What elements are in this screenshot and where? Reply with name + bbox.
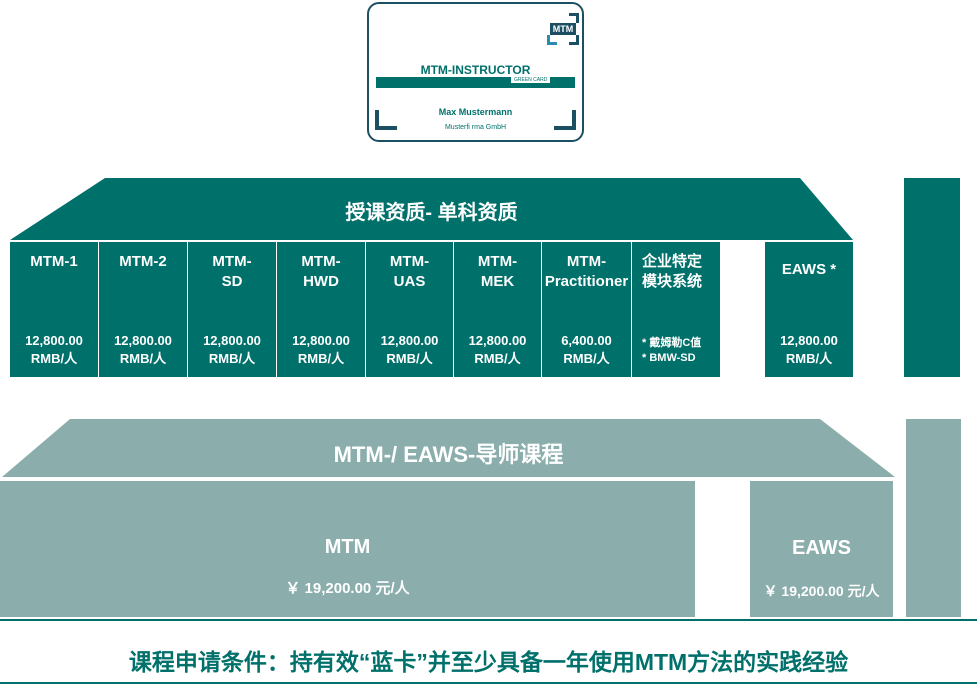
cell-price: * 戴姆勒C值* BMW-SD (642, 337, 702, 364)
instructor-card: MTM MTM-INSTRUCTOR GREEN CARD Max Muster… (367, 2, 584, 142)
card-holder-name: Max Mustermann (438, 107, 513, 117)
mtm-course-price: ￥ 19,200.00 元/人 (285, 580, 410, 597)
divider-top (0, 619, 977, 621)
eaws-mentor-course: EAWS ￥ 19,200.00 元/人 (750, 481, 893, 617)
cell-title: MTM- SD (212, 253, 252, 290)
right-side-bar-lower (906, 419, 961, 617)
card-band: GREEN CARD (376, 77, 575, 88)
upper-roof-title: 授课资质- 单科资质 (345, 202, 518, 224)
cell-title: 企业特定 模块系统 (642, 253, 703, 290)
card-title: MTM-INSTRUCTOR (420, 63, 531, 77)
cell-title: MTM- HWD (301, 253, 341, 290)
footer-requirement: 课程申请条件：持有效“蓝卡”并至少具备一年使用MTM方法的实践经验 (128, 649, 849, 675)
corner-bracket-left (375, 110, 379, 130)
cell-title: EAWS * (781, 261, 837, 278)
mtm-logo: MTM (547, 13, 579, 45)
cell-title: MTM- Practitioner (544, 253, 629, 290)
mtm-mentor-course: MTM ￥ 19,200.00 元/人 (0, 481, 695, 617)
lower-roof (2, 419, 895, 477)
card-subtitle: GREEN CARD (511, 77, 551, 83)
corner-bracket-left (375, 126, 397, 130)
qualification-cell: 企业特定 模块系统 * 戴姆勒C值* BMW-SD (632, 242, 720, 377)
corner-bracket-right (554, 126, 576, 130)
upper-roof (10, 178, 853, 240)
divider-bottom (0, 682, 977, 684)
cell-title: MTM- MEK (477, 253, 518, 290)
eaws-course-title: EAWS (792, 537, 851, 559)
mtm-course-title: MTM (324, 536, 371, 558)
corner-bracket-right (572, 110, 576, 130)
lower-roof-title: MTM-/ EAWS-导师课程 (333, 442, 564, 467)
card-company: Musterfi rma GmbH (444, 124, 507, 131)
logo-text: MTM (550, 23, 576, 35)
cell-title: MTM- UAS (389, 253, 430, 290)
cell-title: MTM-1 (30, 253, 78, 270)
right-side-bar-upper (904, 178, 960, 377)
cell-title: MTM-2 (119, 253, 167, 270)
eaws-course-price: ￥ 19,200.00 元/人 (763, 583, 880, 599)
